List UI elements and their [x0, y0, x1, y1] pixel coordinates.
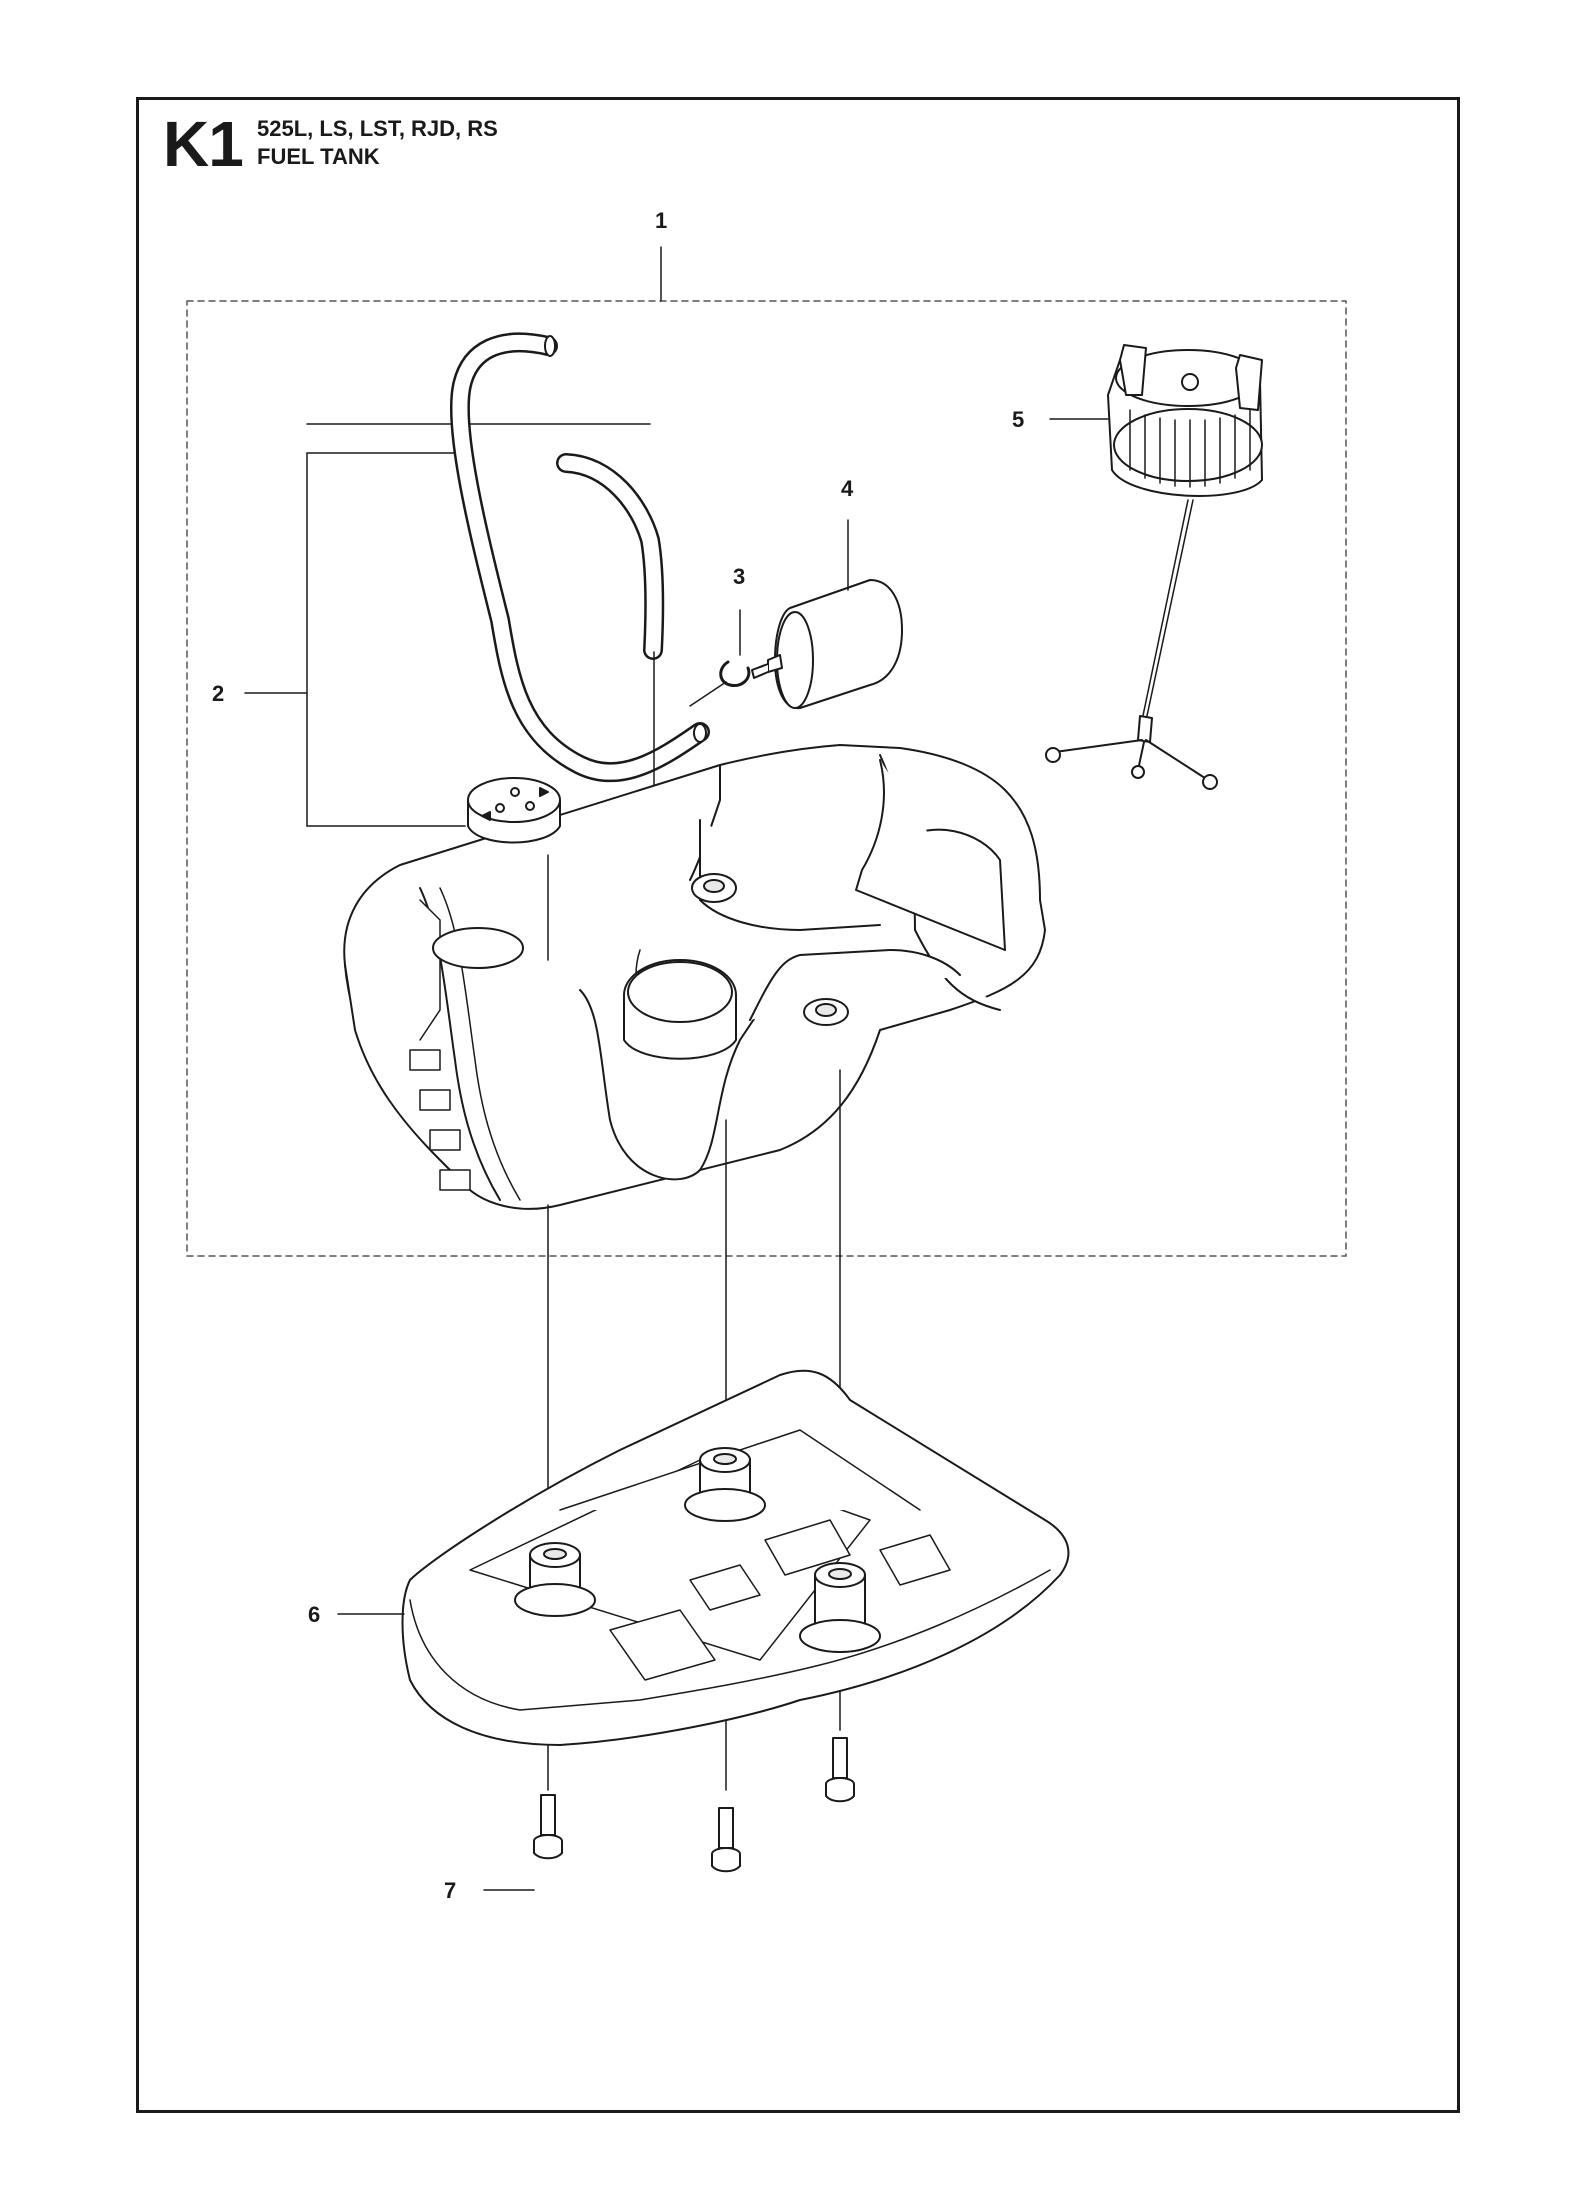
leader-2: [244, 423, 651, 827]
fuel-cap-with-pickup: [1045, 344, 1263, 790]
hose-clamp: [719, 609, 751, 688]
section-title: FUEL TANK: [257, 144, 380, 169]
callout-5: 5: [1012, 407, 1024, 432]
fuel-tank-body: [343, 744, 1046, 1210]
fuel-tank-assembly-boundary: [186, 300, 1347, 1257]
callout-6: 6: [308, 1602, 320, 1627]
diagram-code: K1: [163, 108, 244, 180]
model-list: 525L, LS, LST, RJD, RS: [257, 116, 498, 141]
callout-4: 4: [841, 476, 854, 501]
screw-middle: [711, 1807, 741, 1873]
fuel-hoses: [449, 332, 710, 783]
page-frame: [136, 97, 1460, 2113]
tank-grommet: [467, 777, 561, 844]
callout-7: 7: [444, 1878, 456, 1903]
screw-left: [533, 1794, 563, 1860]
callout-1: 1: [655, 208, 667, 233]
skid-plate-bosses: [514, 1447, 881, 1653]
screw-right: [825, 1737, 855, 1803]
fuel-filter: [751, 519, 903, 710]
callout-2: 2: [212, 681, 224, 706]
clamp-to-filter-line: [689, 681, 727, 707]
skid-plate: [401, 1369, 1070, 1746]
screws: [533, 1737, 855, 1873]
callout-3: 3: [733, 564, 745, 589]
